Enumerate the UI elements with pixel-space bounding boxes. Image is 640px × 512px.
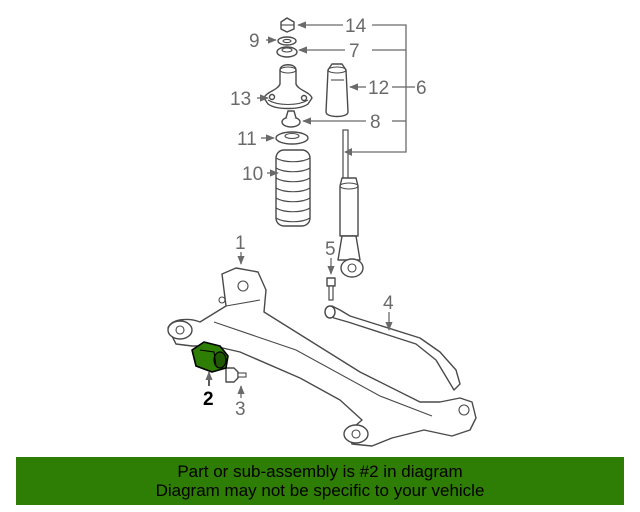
- callout-3: 3: [235, 399, 246, 420]
- coil-spring-part[interactable]: [275, 149, 311, 227]
- shock-absorber-part[interactable]: [337, 129, 364, 278]
- callout-7: 7: [349, 41, 360, 62]
- dust-boot-part[interactable]: [325, 63, 349, 118]
- callout-14: 14: [345, 16, 367, 37]
- callout-9: 9: [249, 31, 260, 52]
- banner-line-disclaimer: Diagram may not be specific to your vehi…: [155, 481, 485, 500]
- callout-10: 10: [242, 164, 263, 185]
- spring-insulator-part[interactable]: [275, 131, 309, 145]
- callout-2-highlighted: 2: [203, 389, 214, 410]
- bolt-5-part[interactable]: [326, 277, 336, 301]
- callout-5: 5: [325, 239, 336, 260]
- strut-mount-part[interactable]: [263, 64, 313, 110]
- cushion-part[interactable]: [276, 46, 298, 58]
- callout-8: 8: [370, 112, 381, 133]
- bushing-highlighted-part[interactable]: [191, 341, 229, 373]
- washer-part[interactable]: [277, 36, 297, 46]
- callout-13: 13: [230, 89, 251, 110]
- axle-beam-part[interactable]: [167, 267, 477, 447]
- callout-1: 1: [235, 233, 246, 254]
- parts-diagram: 14 9 7 13 12 6 8 11 10 1 5 4 2 3: [167, 16, 477, 447]
- bracket-6: [344, 24, 415, 156]
- bump-stop-part[interactable]: [281, 110, 301, 128]
- callout-6: 6: [416, 78, 427, 99]
- callout-12: 12: [368, 78, 389, 99]
- callout-11: 11: [237, 129, 257, 150]
- strut-nut-part[interactable]: [280, 17, 295, 33]
- control-rod-part[interactable]: [324, 305, 461, 391]
- callout-4: 4: [383, 293, 394, 314]
- bolt-3-part[interactable]: [225, 367, 247, 383]
- info-banner: Part or sub-assembly is #2 in diagram Di…: [16, 457, 624, 505]
- banner-line-part-number: Part or sub-assembly is #2 in diagram: [177, 462, 463, 481]
